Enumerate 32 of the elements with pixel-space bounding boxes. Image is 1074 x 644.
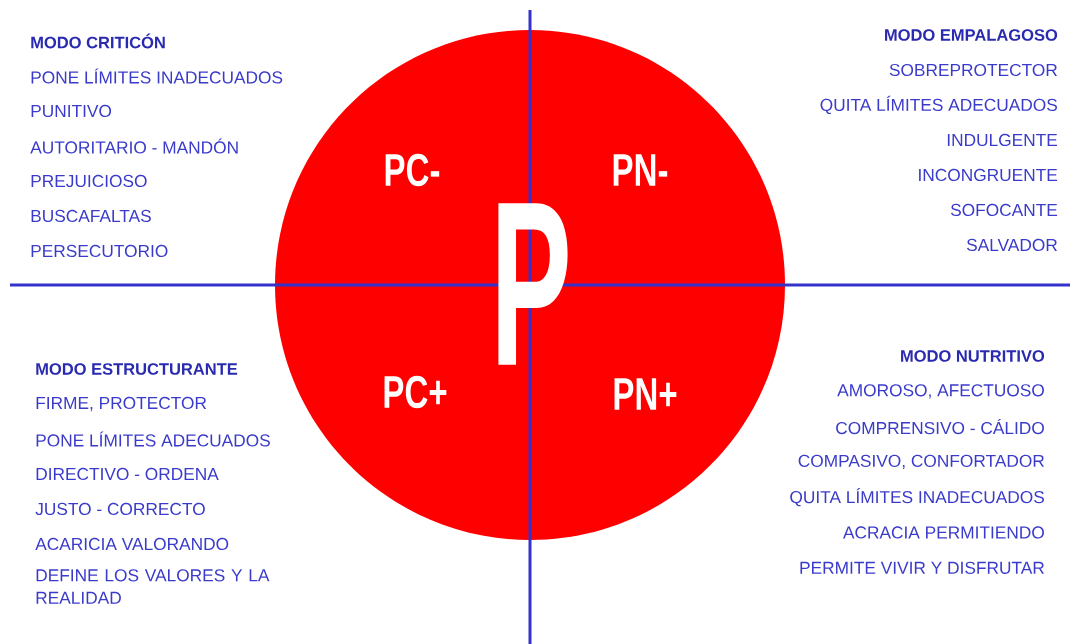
trait-text: ACRACIA PERMITIENDO — [843, 526, 1044, 539]
trait-text: PREJUICIOSO — [31, 174, 147, 188]
quadrant-label: PN- — [613, 154, 668, 186]
trait-text: COMPASIVO, CONFORTADOR — [798, 454, 1044, 470]
trait-text: SOFOCANTE — [950, 203, 1058, 217]
trait-text: AUTORITARIO - MANDÓN — [30, 138, 238, 154]
quadrant-label: PC- — [385, 153, 440, 187]
trait-text: COMPRENSIVO - CÁLIDO — [836, 419, 1044, 435]
trait-text: DIRECTIVO - ORDENA — [36, 467, 219, 481]
trait-text: SOBREPROTECTOR — [889, 63, 1057, 77]
heading: MODO NUTRITIVO — [901, 350, 1045, 362]
trait-text: INCONGRUENTE — [919, 168, 1058, 182]
heading: MODO EMPALAGOSO — [885, 29, 1058, 41]
trait-text: ACARICIA VALORANDO — [35, 537, 229, 551]
quadrant-label: PC+ — [384, 375, 447, 409]
trait-text: JUSTO - CORRECTO — [35, 502, 205, 516]
trait-text: PONE LÍMITES ADECUADOS — [36, 431, 270, 447]
heading: MODO ESTRUCTURANTE — [36, 363, 238, 375]
trait-text: AMOROSO, AFECTUOSO — [837, 384, 1044, 399]
quadrant-label: PN+ — [614, 378, 677, 410]
trait-text: PERSECUTORIO — [31, 244, 168, 258]
trait-text: SALVADOR — [966, 238, 1057, 252]
trait-text: BUSCAFALTAS — [31, 209, 151, 223]
trait-text: PONE LÍMITES INADECUADOS — [31, 68, 283, 84]
trait-text: PUNITIVO — [31, 104, 112, 118]
trait-text: INDULGENTE — [947, 133, 1058, 147]
trait-text: FIRME, PROTECTOR — [36, 396, 207, 412]
trait-text: DEFINE LOS VALORES Y LA REALIDAD — [36, 569, 270, 604]
trait-text: QUITA LÍMITES INADECUADOS — [790, 488, 1044, 507]
trait-text: PERMITE VIVIR Y DISFRUTAR — [800, 561, 1044, 574]
trait-text: QUITA LÍMITES ADECUADOS — [820, 95, 1057, 115]
heading: MODO CRITICÓN — [31, 33, 165, 49]
